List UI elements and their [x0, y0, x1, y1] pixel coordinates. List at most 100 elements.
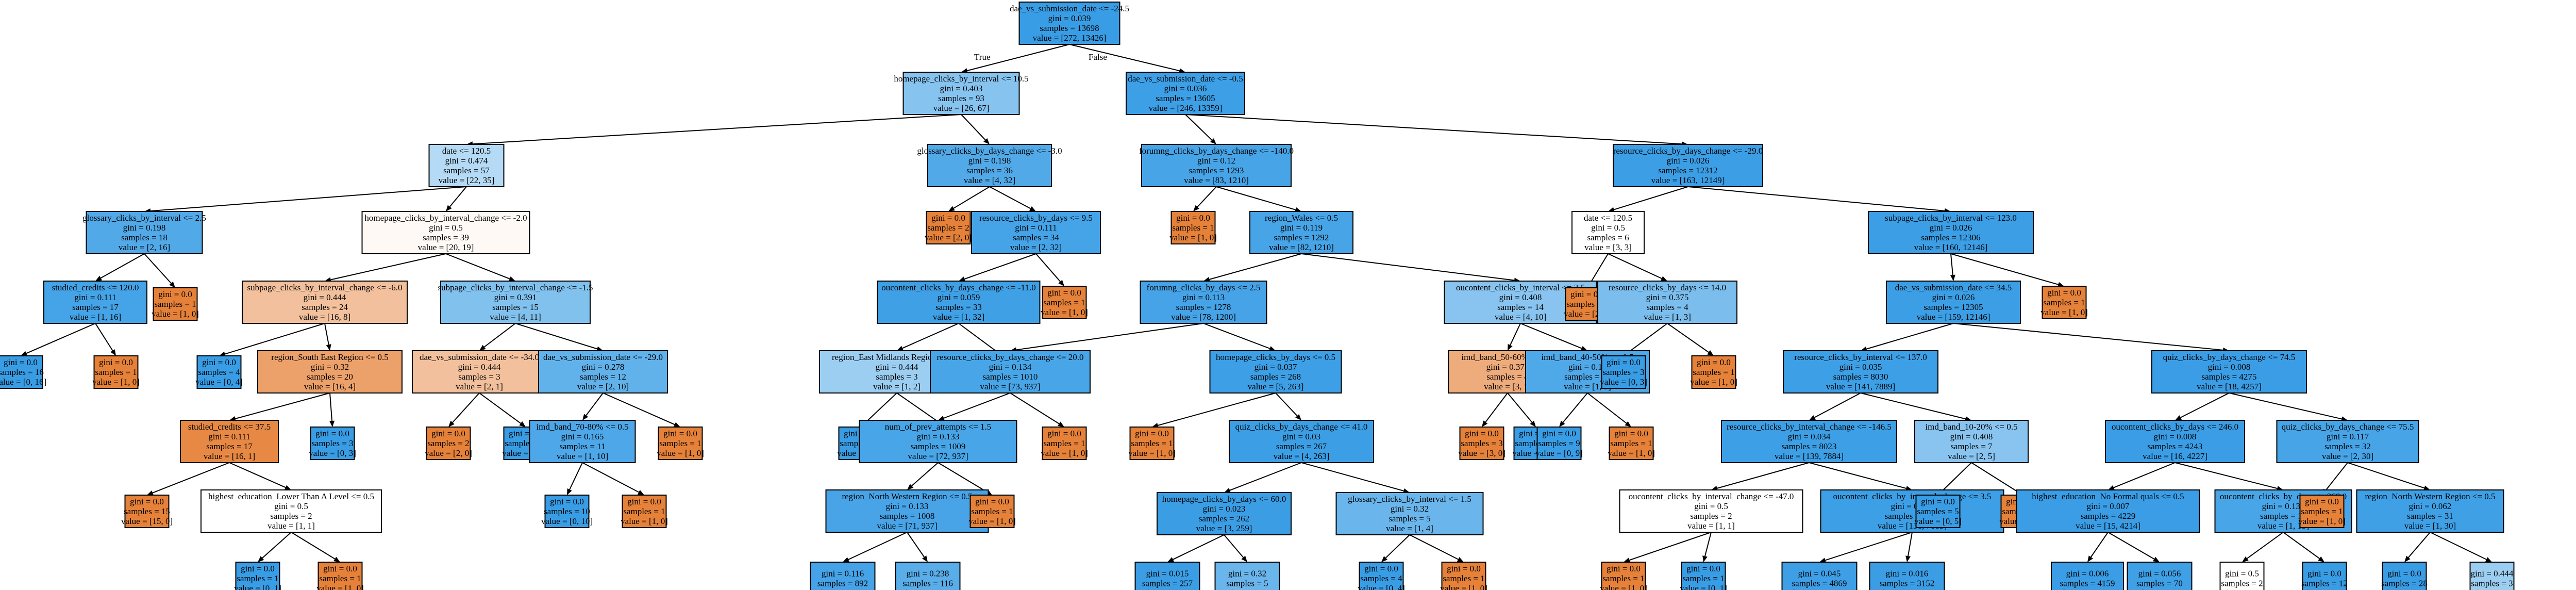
edge-arrowhead: [1707, 350, 1714, 356]
node-box: [426, 427, 471, 460]
node-line: resource_clicks_by_days_change <= -29.0: [1613, 146, 1763, 156]
node-line: samples = 1: [1443, 573, 1484, 583]
node-line: samples = 70: [2136, 579, 2183, 588]
node-box: [1783, 350, 1938, 394]
node-line: samples = 3152: [1880, 579, 1935, 588]
node-line: samples = 257: [1142, 579, 1193, 588]
node-line: samples = 2: [927, 223, 969, 233]
node-line: samples = 31: [2407, 511, 2453, 521]
tree-edge: [100, 253, 145, 279]
edge-arrowhead: [1482, 420, 1488, 427]
node-line: value = [141, 7889]: [1826, 382, 1895, 391]
node-line: value = [1, 1]: [1687, 521, 1735, 531]
node-line: value = [163, 12149]: [1651, 175, 1725, 185]
node-line: samples = 3: [458, 372, 500, 382]
node-box: [1170, 211, 1216, 244]
tree-edge: [1587, 392, 1627, 424]
node-line: studied_credits <= 120.0: [52, 283, 139, 292]
node-line: samples = 1: [1172, 223, 1214, 233]
node-box: [1209, 350, 1342, 394]
node-line: samples = 15: [492, 302, 539, 312]
edge-arrowhead: [2087, 555, 2093, 562]
node-line: resource_clicks_by_days <= 14.0: [1609, 283, 1726, 292]
node-line: value = [1, 32]: [933, 312, 984, 322]
node-line: samples = 9: [1538, 438, 1580, 448]
node-line: samples = 8030: [1833, 372, 1888, 382]
tree-node-n18: highest_education_Lower Than A Level <= …: [200, 489, 382, 533]
node-line: gini = 0.045: [1798, 569, 1841, 579]
node-line: value = [1, 16]: [70, 312, 121, 322]
node-line: samples = 15: [124, 506, 170, 516]
node-line: gini = 0.278: [582, 362, 625, 372]
node-line: samples = 5: [1917, 506, 1959, 516]
node-line: gini = 0.134: [989, 362, 1032, 372]
tree-edge: [2430, 532, 2487, 560]
node-line: value = [83, 1210]: [1184, 175, 1249, 185]
tree-edge: [1614, 186, 1688, 210]
node-line: gini = 0.403: [940, 84, 983, 93]
tree-edge: [967, 44, 1070, 71]
node-line: value = [1, 0]: [92, 377, 140, 387]
tree-edge: [1809, 462, 1906, 489]
node-line: value = [1, 0]: [621, 516, 668, 526]
node-line: samples = 1: [1131, 438, 1173, 448]
node-box: [2105, 420, 2245, 463]
tree-edge: [329, 392, 333, 421]
node-box: [2469, 562, 2515, 590]
edge-arrowhead: [329, 420, 335, 427]
node-line: gini = 0.408: [1499, 292, 1542, 302]
node-line: samples = 1293: [1189, 166, 1244, 175]
node-line: gini = 0.133: [2262, 501, 2305, 511]
node-line: value = [1, 0]: [316, 583, 364, 590]
node-line: gini = 0.0: [99, 357, 133, 367]
tree-edge: [1866, 323, 1954, 350]
tree-edge: [235, 392, 330, 419]
tree-edge: [483, 323, 516, 348]
edge-arrowhead: [2318, 556, 2324, 562]
node-line: samples = 262: [1199, 514, 1249, 523]
tree-edge: [2180, 392, 2230, 418]
node-line: imd_band_10-20% <= 0.5: [1925, 422, 2017, 432]
node-line: homepage_clicks_by_interval <= 10.5: [894, 74, 1028, 84]
tree-edge: [1185, 114, 1682, 145]
node-box: [1459, 427, 1504, 460]
node-line: value = [1, 4]: [1386, 523, 1433, 533]
edge-arrowhead: [1661, 276, 1667, 281]
node-line: samples = 10: [544, 506, 590, 516]
node-line: samples = 4159: [2060, 579, 2115, 588]
node-line: value = [0, 12]: [2299, 588, 2350, 590]
node-box: [2151, 350, 2307, 394]
node-line: samples = 3: [1602, 367, 1644, 377]
tree-edge: [961, 114, 986, 140]
tree-edge: [1409, 534, 1459, 560]
node-line: value = [1, 4]: [1224, 588, 1271, 590]
node-box: [86, 211, 203, 254]
node-line: value = [78, 1200]: [1171, 312, 1236, 322]
node-line: value = [3, 259]: [1196, 523, 1252, 533]
node-box: [538, 350, 668, 394]
node-line: samples = 12: [580, 372, 626, 382]
node-box: [2276, 420, 2419, 463]
edge-arrowhead: [1269, 346, 1276, 351]
node-line: value = [4, 263]: [1274, 451, 1330, 461]
node-line: gini = 0.408: [1950, 432, 1993, 441]
tree-edge: [2174, 462, 2278, 489]
tree-edge: [569, 462, 583, 490]
tree-edge: [1203, 323, 1270, 349]
tree-edge: [1229, 462, 1302, 491]
tree-node-n37: forumng_clicks_by_days_change <= -140.0g…: [1139, 144, 1294, 187]
node-line: samples = 268: [1250, 372, 1301, 382]
node-line: samples = 1: [95, 367, 137, 377]
node-line: gini = 0.5: [1694, 501, 1728, 511]
node-box: [1681, 562, 1726, 590]
